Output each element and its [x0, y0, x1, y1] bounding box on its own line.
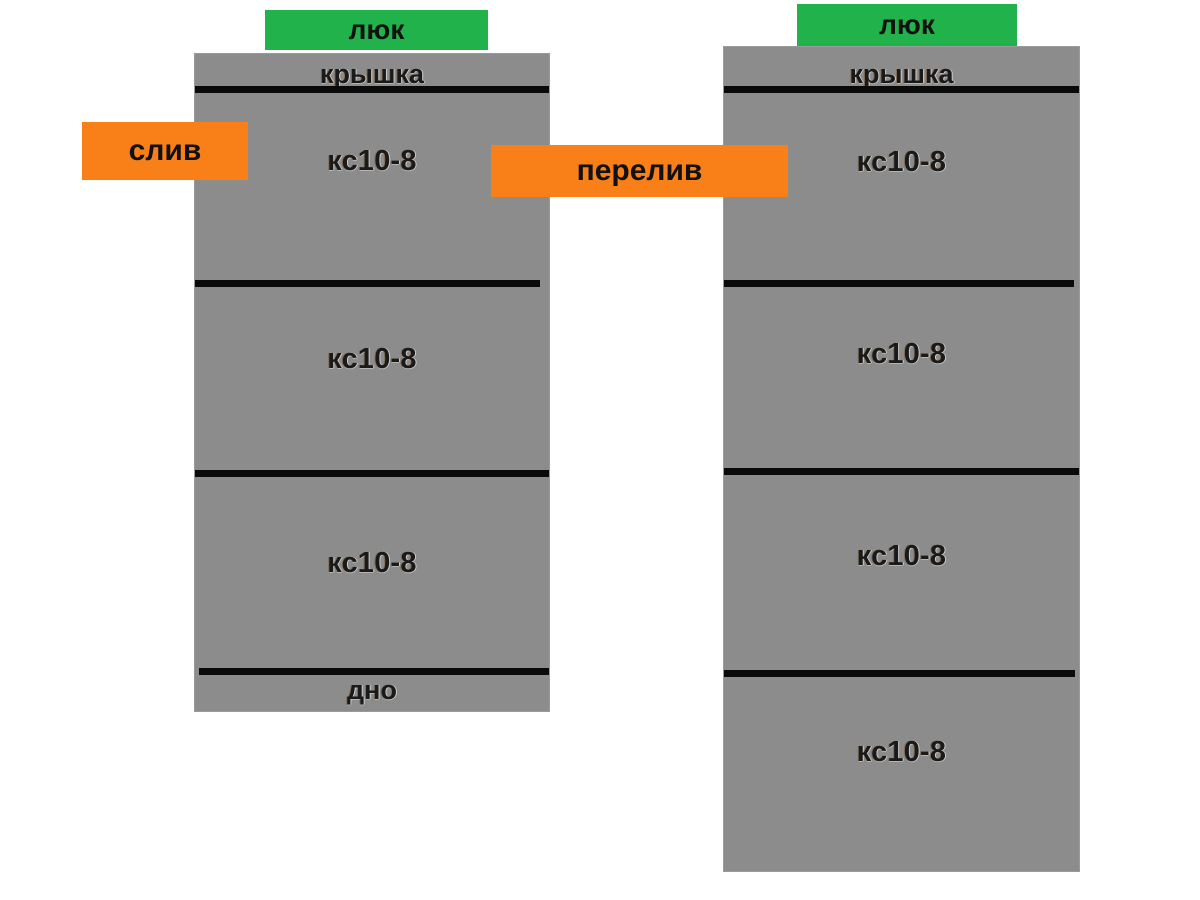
tank-left-ring-1-label: кс10-8 [327, 145, 417, 177]
drain-pipe-label-text: слив [128, 134, 202, 167]
tank-left-bottom-label: дно [347, 675, 397, 705]
tank-right-joint-3 [723, 670, 1075, 677]
hatch-label-left[interactable]: люк [265, 10, 488, 50]
tank-right-joint-cover [723, 86, 1080, 93]
tank-right-ring-4-label: кс10-8 [856, 736, 947, 768]
tank-left-joint-1 [194, 280, 540, 287]
tank-right-joint-1 [723, 280, 1074, 287]
tank-left-joint-bottom [199, 668, 550, 675]
overflow-pipe-label-text: перелив [576, 154, 703, 187]
tank-right-ring-1-label: кс10-8 [856, 146, 947, 178]
overflow-pipe-label[interactable]: перелив [491, 145, 788, 197]
tank-left-cover-label: крышка [319, 59, 425, 89]
tank-left[interactable]: крышка кс10-8 кс10-8 кс10-8 дно [194, 53, 550, 712]
tank-left-ring-2-label: кс10-8 [327, 343, 417, 375]
tank-right-joint-2 [723, 468, 1080, 475]
tank-left-joint-2 [194, 470, 550, 477]
drain-pipe-label[interactable]: слив [82, 122, 248, 180]
tank-right-ring-3-label: кс10-8 [856, 540, 947, 572]
hatch-label-left-text: люк [348, 14, 405, 45]
tank-left-ring-3-label: кс10-8 [327, 547, 417, 579]
hatch-label-right-text: люк [879, 9, 935, 40]
tank-right-cover-label: крышка [849, 59, 954, 89]
tank-right-ring-2-label: кс10-8 [856, 338, 947, 370]
tank-left-joint-cover [194, 86, 550, 93]
hatch-label-right[interactable]: люк [797, 4, 1017, 46]
